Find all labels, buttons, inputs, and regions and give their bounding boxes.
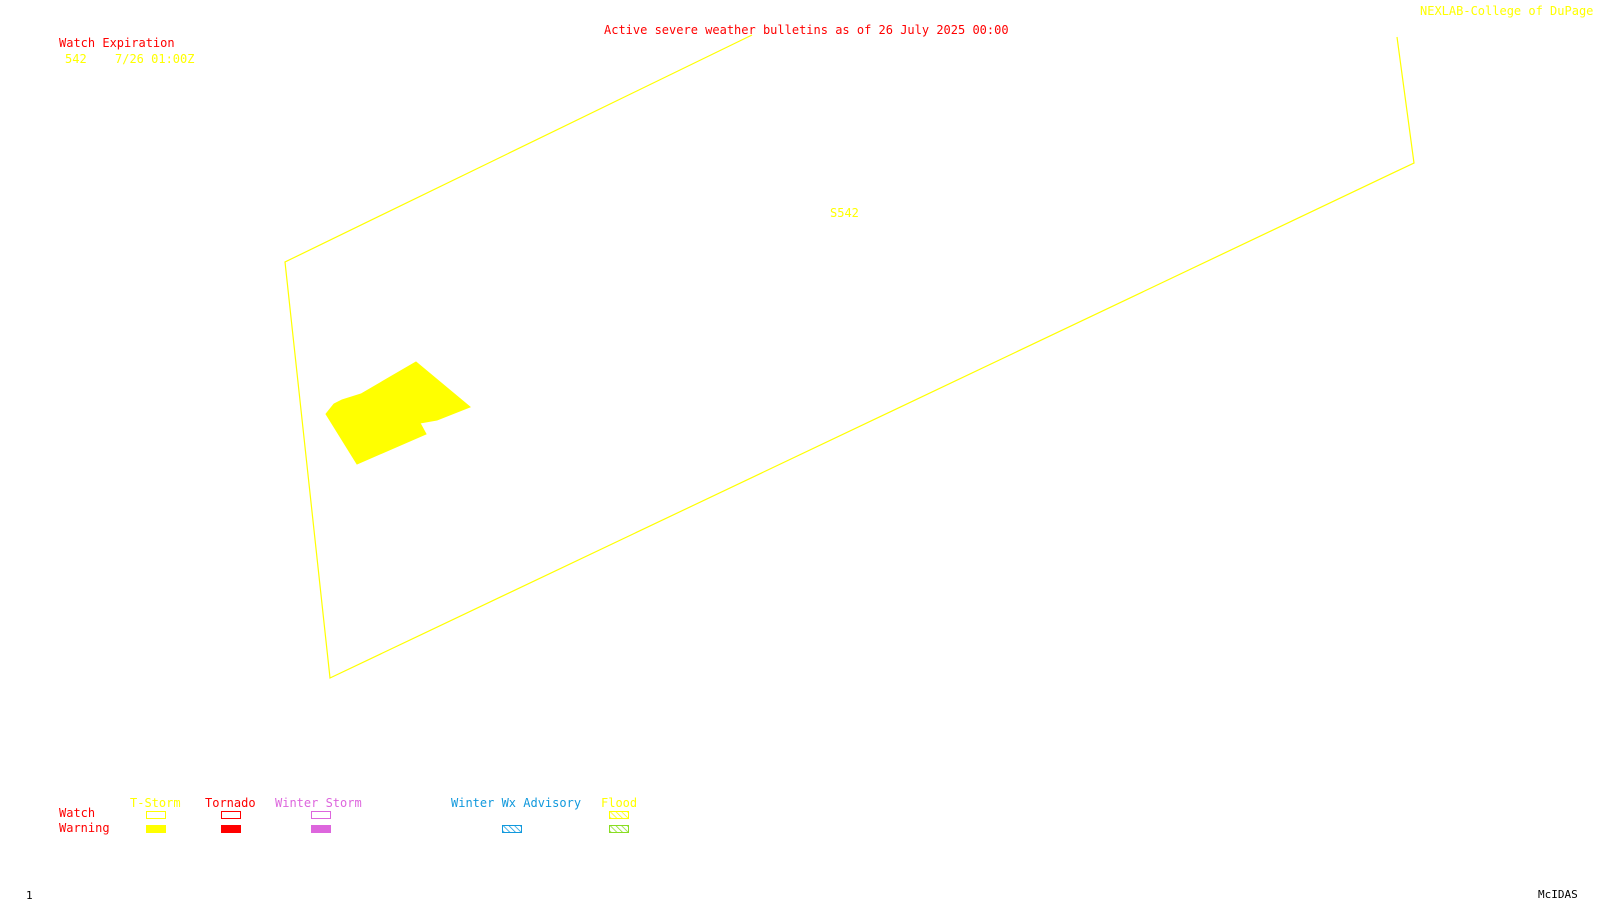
legend-tornado-watch-swatch xyxy=(221,811,241,819)
watch-542-outline xyxy=(284,34,1415,679)
legend-tstorm-warning-swatch xyxy=(146,825,166,833)
legend-row-watch: Watch xyxy=(59,806,96,820)
legend-tstorm-watch-swatch xyxy=(146,811,166,819)
watch-expiration-heading: Watch Expiration xyxy=(59,36,175,50)
watch-id: 542 xyxy=(65,52,87,66)
legend-winter-storm-label: Winter Storm xyxy=(275,796,362,810)
credit-text: NEXLAB-College of DuPage R xyxy=(1420,4,1600,18)
watch-box-label: S542 xyxy=(830,206,859,220)
legend-tornado-warning-swatch xyxy=(221,825,241,833)
watch-expiry-time: 7/26 01:00Z xyxy=(115,52,195,66)
legend-winter-wx-advisory-swatch xyxy=(502,825,522,833)
frame-number: 1 xyxy=(26,889,33,902)
legend-flood-watch-swatch xyxy=(609,811,629,819)
legend-flood-warning-swatch xyxy=(609,825,629,833)
software-label: McIDAS xyxy=(1538,888,1578,901)
legend-winter-storm-watch-swatch xyxy=(311,811,331,819)
legend-winter-storm-warning-swatch xyxy=(311,825,331,833)
legend-flood-label: Flood xyxy=(601,796,638,810)
tstorm-warning-polygon xyxy=(325,361,471,465)
legend-tornado-label: Tornado xyxy=(205,796,256,810)
legend-tstorm-label: T-Storm xyxy=(130,796,181,810)
bulletin-title: Active severe weather bulletins as of 26… xyxy=(604,23,1009,37)
legend-winter-wx-advisory-label: Winter Wx Advisory xyxy=(451,796,582,810)
legend-row-warning: Warning xyxy=(59,821,110,835)
